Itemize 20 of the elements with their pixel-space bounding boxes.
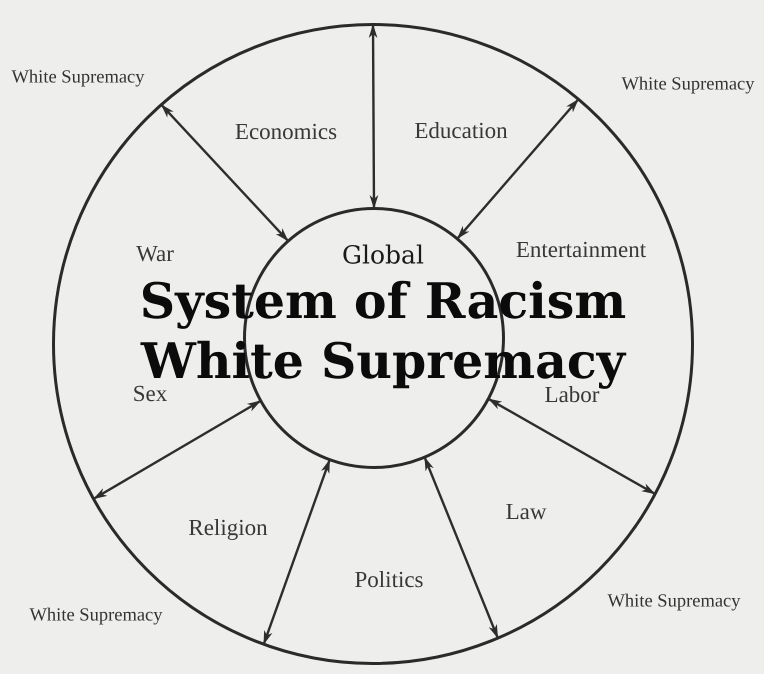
double-headed-arrow bbox=[262, 459, 331, 645]
double-headed-arrow bbox=[456, 98, 580, 240]
corner-label: White Supremacy bbox=[607, 591, 741, 613]
sector-label: Law bbox=[506, 498, 546, 526]
sector-label: Politics bbox=[354, 566, 424, 594]
double-headed-arrow bbox=[488, 398, 656, 496]
double-headed-arrow bbox=[92, 400, 262, 500]
sector-label: Religion bbox=[188, 514, 268, 542]
sector-label: Education bbox=[414, 118, 508, 144]
double-headed-arrow bbox=[368, 24, 378, 209]
double-headed-arrow bbox=[160, 104, 290, 242]
corner-label: White Supremacy bbox=[621, 74, 755, 96]
sector-label: Economics bbox=[234, 118, 338, 146]
double-headed-arrow bbox=[423, 456, 499, 639]
sector-label: War bbox=[136, 240, 174, 268]
sector-label: Sex bbox=[132, 380, 168, 408]
center-label: Global bbox=[342, 242, 424, 270]
corner-label: White Supremacy bbox=[29, 605, 163, 627]
sector-label: Entertainment bbox=[516, 236, 646, 264]
corner-label: White Supremacy bbox=[11, 67, 145, 89]
